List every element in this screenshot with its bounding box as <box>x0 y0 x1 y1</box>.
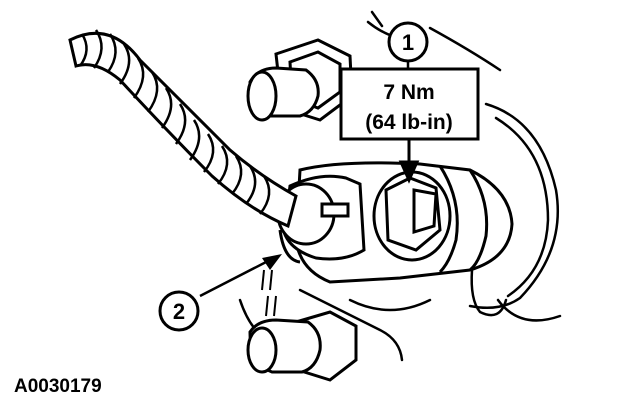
engine-casting <box>238 10 562 362</box>
retaining-bolt <box>372 170 452 262</box>
torque-label-box <box>339 67 480 141</box>
torque-specification-label: 7 Nm (64 lb-in) <box>339 67 480 141</box>
torque-value-imperial: (64 lb-in) <box>365 111 453 134</box>
callout-1-number: 1 <box>402 30 414 55</box>
centerline-marks <box>261 269 277 317</box>
callout-2-circle <box>158 290 200 332</box>
upper-bolt <box>246 38 354 122</box>
callout-2: 2 <box>158 254 282 332</box>
torque-arrow <box>398 139 420 184</box>
lower-bolt <box>246 310 358 382</box>
callout-1: 1 <box>387 21 429 69</box>
cable-conduit <box>68 29 298 229</box>
torque-value-metric: 7 Nm <box>383 81 434 104</box>
callout-2-leader <box>199 258 271 298</box>
callout-2-number: 2 <box>173 299 185 324</box>
sensor-body <box>276 174 366 264</box>
figure-id: A0030179 <box>14 376 102 397</box>
